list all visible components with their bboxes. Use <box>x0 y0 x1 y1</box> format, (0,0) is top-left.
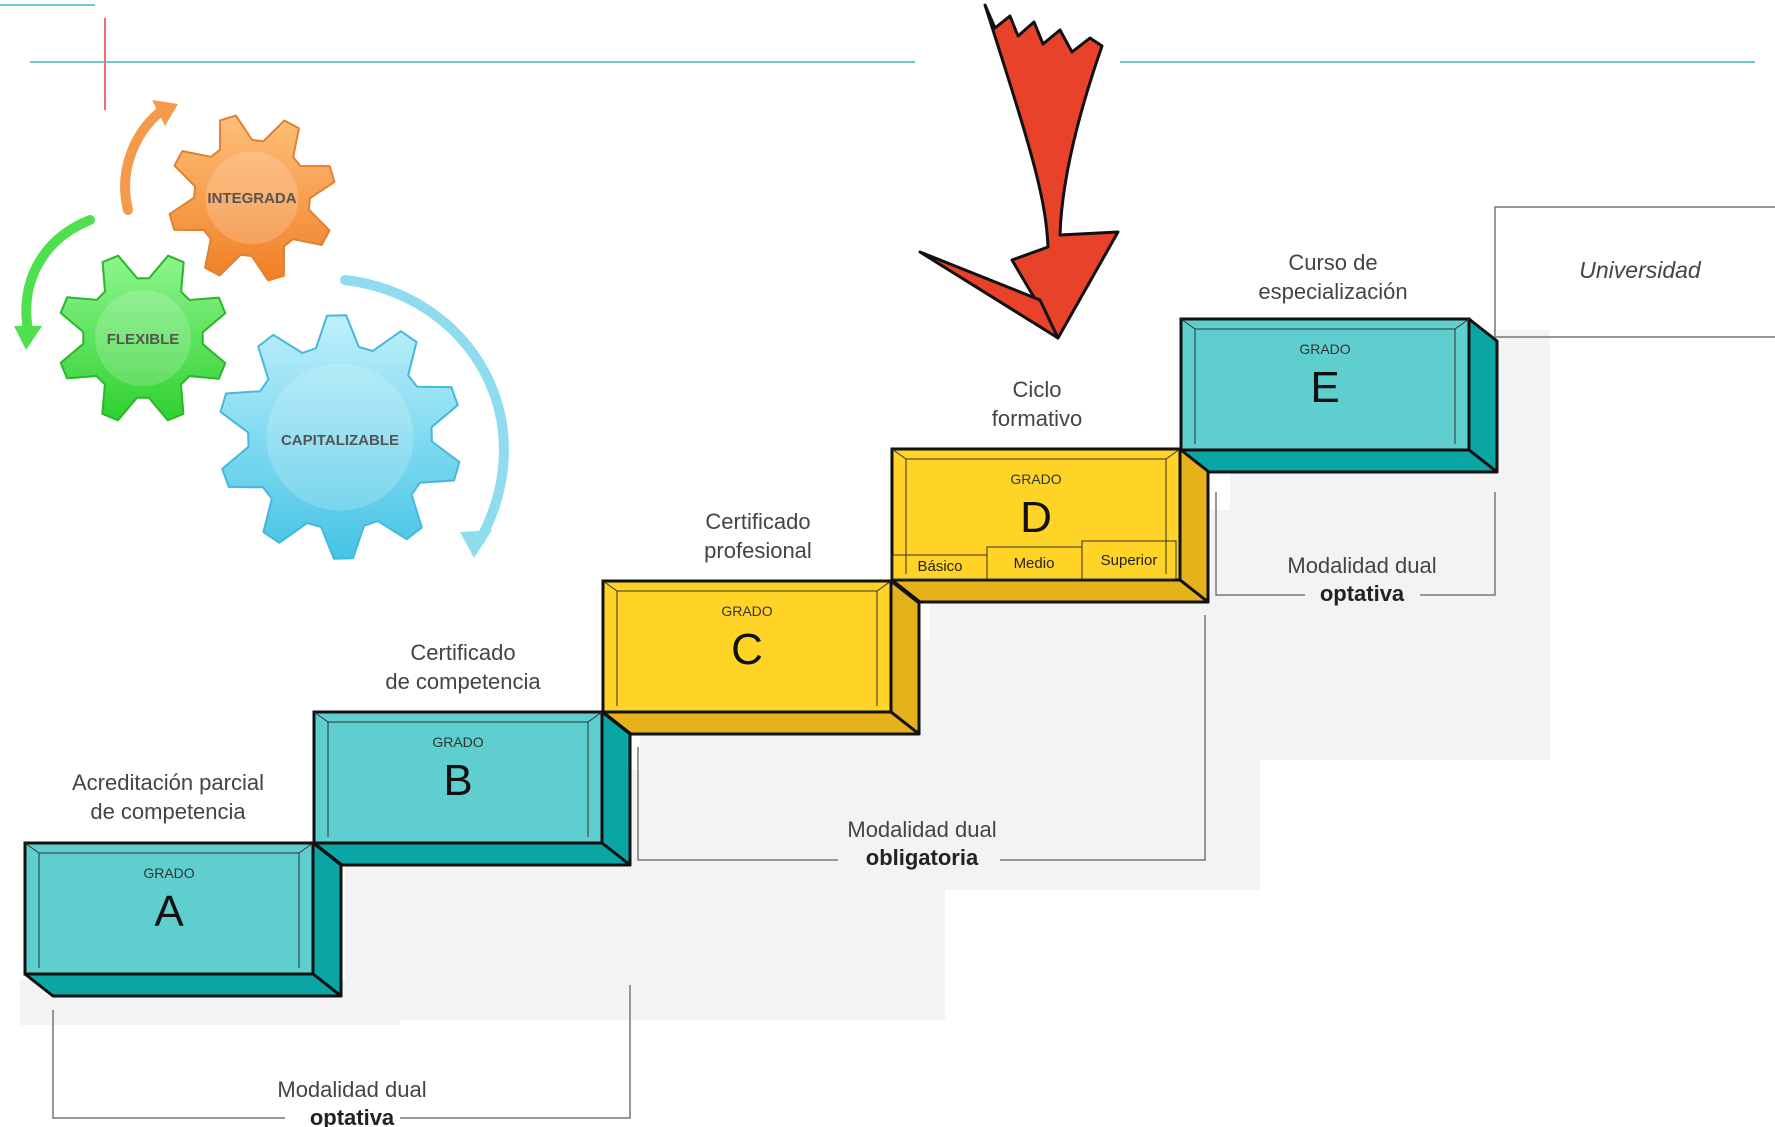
step-bottom-face <box>601 710 921 736</box>
step-caption-line: de competencia <box>90 799 246 824</box>
blue-arrowhead-icon <box>460 530 492 558</box>
step-caption-line: Acreditación parcial <box>72 770 264 795</box>
step-caption-line: formativo <box>992 406 1082 431</box>
modality-3-line1: Modalidad dual <box>1287 553 1436 578</box>
step-front-face <box>890 447 1182 582</box>
step-captions: Acreditación parcial de competencia Certif… <box>72 250 1408 824</box>
step-d: GRADO D <box>890 447 1210 604</box>
sublevel-boxes: Básico Medio Superior <box>892 540 1177 580</box>
step-front-face <box>1179 317 1471 452</box>
step-front-face <box>23 841 315 976</box>
blue-arrow-icon <box>340 275 509 545</box>
step-grade-word: GRADO <box>721 603 772 619</box>
step-grade-word: GRADO <box>143 865 194 881</box>
step-a: GRADO A <box>23 841 343 998</box>
red-arrow-icon <box>918 3 1120 340</box>
modality-2-line2: obligatoria <box>866 845 979 870</box>
step-bottom-face <box>1179 448 1499 474</box>
step-bottom-face <box>890 578 1210 604</box>
modality-1-line2: optativa <box>310 1105 395 1127</box>
step-b: GRADO B <box>312 710 632 867</box>
step-side-face <box>600 710 632 867</box>
step-grade-word: GRADO <box>1299 341 1350 357</box>
modality-3-line2: optativa <box>1320 581 1405 606</box>
step-bevel <box>891 448 1181 460</box>
step-caption-line: Curso de <box>1288 250 1377 275</box>
modality-1-line1: Modalidad dual <box>277 1077 426 1102</box>
modality-labels: Modalidad dual optativa Modalidad dual o… <box>277 553 1436 1127</box>
step-letter: C <box>731 625 763 674</box>
gear-label-flexible: FLEXIBLE <box>107 331 180 348</box>
gear-integrada-icon <box>168 114 336 282</box>
step-bottom-face <box>23 972 343 998</box>
step-grade-word: GRADO <box>1010 471 1061 487</box>
sublevel-superior: Superior <box>1101 552 1158 569</box>
step-bottom-face <box>312 841 632 867</box>
step-caption-line: Certificado <box>410 640 515 665</box>
gears-cycle-icon: INTEGRADA FLEXIBLE CAPITALIZABLE <box>14 100 509 560</box>
step-bevel <box>1180 318 1470 330</box>
step-letter: D <box>1020 493 1052 542</box>
step-bevel <box>602 580 892 592</box>
university-label: Universidad <box>1579 257 1702 283</box>
modality-2-line1: Modalidad dual <box>847 817 996 842</box>
green-arrow-icon <box>21 215 95 335</box>
green-arrowhead-icon <box>14 326 42 350</box>
gear-label-capitalizable: CAPITALIZABLE <box>281 432 399 449</box>
gear-label-integrada: INTEGRADA <box>207 190 296 207</box>
step-c: GRADO C <box>601 579 921 736</box>
bracket-lines <box>52 206 1775 1119</box>
sublevel-medio: Medio <box>1014 555 1055 572</box>
step-side-face <box>311 841 343 998</box>
step-caption-line: especialización <box>1258 279 1407 304</box>
orange-arrow-icon <box>120 103 170 215</box>
step-e: GRADO E <box>1179 317 1499 474</box>
step-letter: A <box>154 887 184 936</box>
gear-flexible-icon <box>59 254 227 422</box>
step-front-face <box>312 710 604 845</box>
sublevel-basico: Básico <box>917 558 962 575</box>
header-lines <box>0 4 1755 110</box>
orange-arrowhead-icon <box>152 100 178 126</box>
step-letter: E <box>1310 363 1339 412</box>
step-grade-word: GRADO <box>432 734 483 750</box>
step-caption-line: Certificado <box>705 509 810 534</box>
gear-capitalizable-icon <box>219 314 461 560</box>
step-bevel <box>313 711 603 723</box>
step-front-face <box>601 579 893 714</box>
step-letter: B <box>443 756 472 805</box>
step-caption-line: de competencia <box>385 669 541 694</box>
step-bevel <box>24 842 314 854</box>
step-side-face <box>1178 447 1210 604</box>
steps: GRADO A GRADO B GRADO C GRADO D GRADO E <box>23 317 1499 998</box>
step-caption-line: profesional <box>704 538 812 563</box>
step-side-face <box>1467 317 1499 474</box>
step-side-face <box>889 579 921 736</box>
step-caption-line: Ciclo <box>1013 377 1062 402</box>
